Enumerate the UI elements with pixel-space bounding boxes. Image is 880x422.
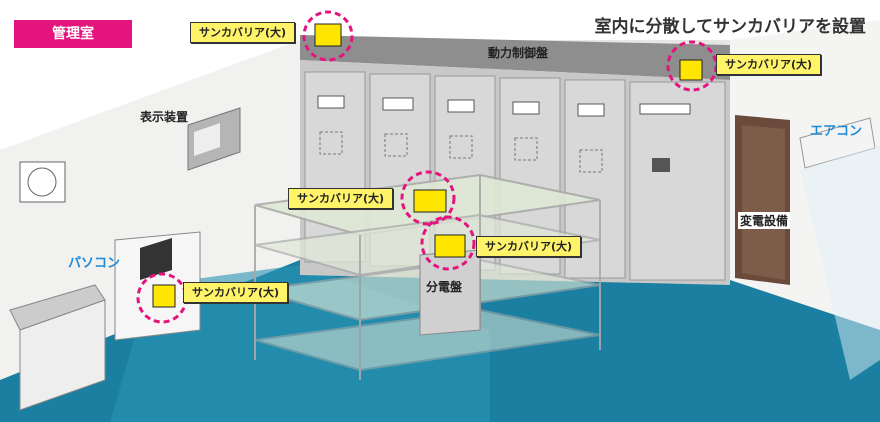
display-screen [194, 123, 220, 156]
cabinet-meters [317, 95, 691, 117]
highlight-circle-4 [420, 215, 476, 271]
product-label-1: サンカバリア(大) [190, 22, 296, 43]
vent-fan-blades [27, 167, 57, 197]
product-boxes [152, 23, 703, 308]
aircon-label: エアコン [810, 124, 863, 139]
pc-monitor [140, 238, 172, 280]
headline-text: 室内に分散してサンカバリアを設置 [594, 17, 867, 37]
product-box-3 [413, 189, 447, 213]
product-box-2 [679, 59, 703, 81]
pc-label: パソコン [68, 256, 121, 271]
highlight-circle-3 [400, 170, 456, 226]
sink-cabinet [19, 299, 106, 411]
distribution-board-label: 分電盤 [426, 280, 463, 294]
substation-label: 変電設備 [738, 212, 791, 229]
product-box-1 [314, 23, 342, 47]
product-box-5 [152, 284, 176, 308]
product-label-3: サンカバリア(大) [288, 188, 394, 209]
product-label-2: サンカバリア(大) [716, 54, 822, 75]
substation-door-panel [742, 125, 785, 280]
control-panel-label: 動力制御盤 [488, 46, 549, 60]
room-label-badge: 管理室 [14, 20, 132, 48]
cabinet-top [300, 35, 730, 80]
product-label-4: サンカバリア(大) [476, 236, 582, 257]
cabinet-buttons [319, 131, 670, 173]
product-label-5: サンカバリア(大) [183, 282, 289, 303]
product-box-4 [434, 234, 466, 258]
display-label: 表示装置 [140, 110, 189, 124]
highlight-circle-1 [302, 10, 354, 62]
aircon-airflow [800, 145, 880, 380]
